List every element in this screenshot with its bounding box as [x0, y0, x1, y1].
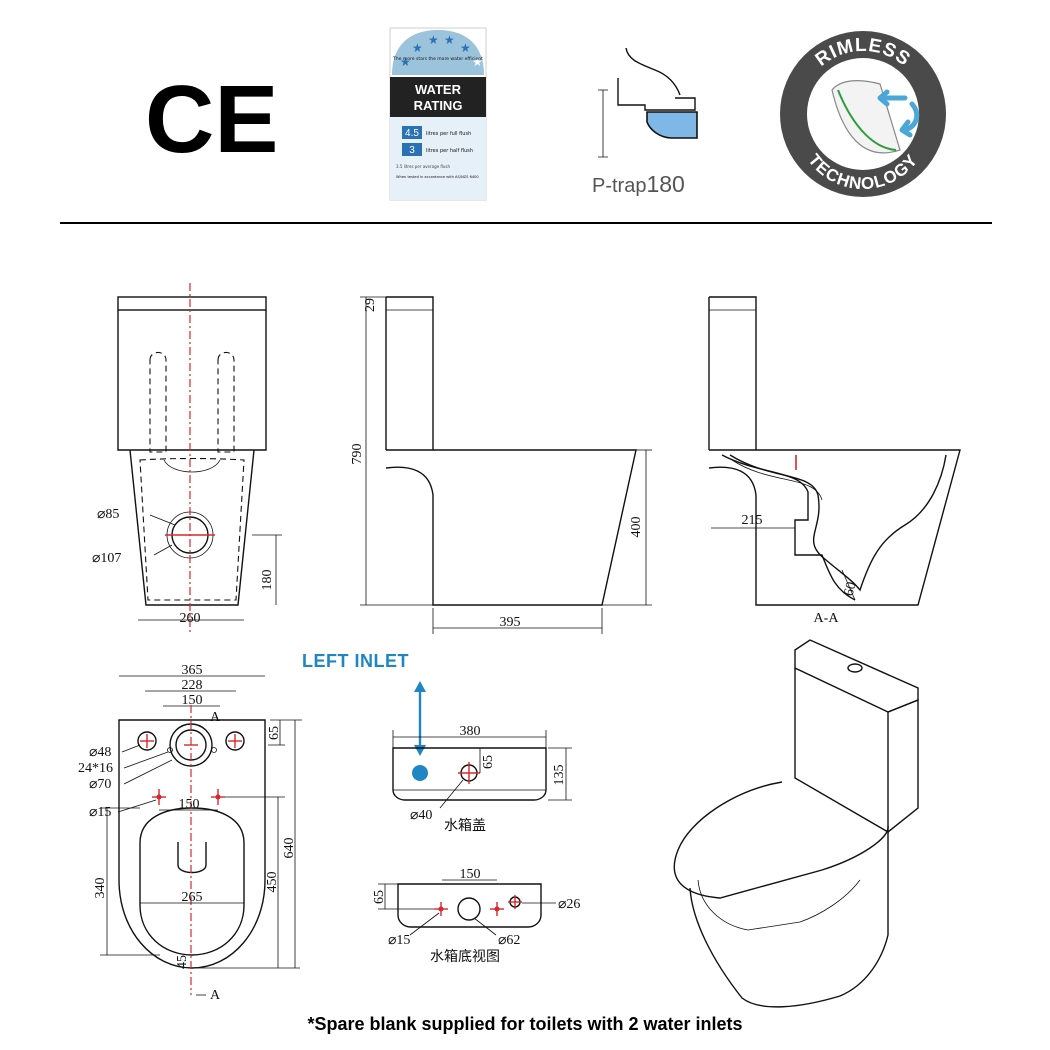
rimless-badge: RIMLESS TECHNOLOGY: [780, 31, 946, 197]
plan-d70-label: ⌀70: [89, 777, 111, 792]
full-flush-value: 4.5: [405, 128, 419, 139]
tank-bottom-d26-label: ⌀26: [558, 897, 580, 912]
side-total-height-label: 790: [350, 444, 365, 465]
tank-lid-height-label: 135: [552, 765, 567, 786]
star-arc-icon: [392, 30, 484, 75]
plan-section-mark-bottom: A: [210, 988, 221, 1003]
svg-text:★: ★: [400, 55, 411, 69]
front-d85-label: ⌀85: [97, 507, 119, 522]
left-inlet-callout: LEFT INLET: [302, 651, 426, 756]
svg-text:★: ★: [472, 55, 483, 69]
plan-seat-width-label: 265: [182, 890, 203, 905]
tank-lid-caption: 水箱盖: [444, 818, 486, 834]
plan-view: 365 228 150 A A ⌀48 24*16 ⌀70 ⌀15: [78, 663, 302, 1003]
half-flush-label: litres per half flush: [426, 148, 473, 154]
water-rating-title-1: WATER: [415, 82, 462, 97]
plan-slot-label: 24*16: [78, 761, 113, 776]
svg-text:★: ★: [444, 33, 455, 47]
star-note: The more stars the more water efficient: [392, 56, 483, 62]
half-flush-value: 3: [409, 145, 415, 156]
section-view: 215 60 A-A: [708, 296, 961, 626]
tank-lid-width-label: 380: [460, 724, 481, 739]
plan-depth450-label: 450: [265, 872, 280, 893]
side-lid-label: 29: [363, 298, 378, 312]
svg-text:★: ★: [412, 41, 423, 55]
test-note: When tested in accordance with AS/NZS 64…: [396, 175, 479, 179]
plan-depth640-label: 640: [282, 838, 297, 859]
side-depth-label: 395: [500, 615, 521, 630]
stars-icon: ★ ★ ★ ★ ★ ★: [400, 33, 483, 69]
plan-depth45-label: 45: [175, 955, 190, 969]
front-width-label: 260: [180, 611, 201, 626]
section-aa-label: A-A: [814, 611, 840, 626]
tank-lid-hole-offset-label: 65: [481, 755, 496, 769]
ptrap-pipe-icon: [625, 47, 681, 96]
tank-bottom-view: 150 65 ⌀26 ⌀15 ⌀62 水箱底视图: [372, 867, 580, 965]
tank-bottom-caption: 水箱底视图: [430, 949, 500, 965]
tank-lid-view: 380 65 135 ⌀40 水箱盖: [392, 724, 572, 834]
flush-button-icon: [847, 663, 863, 673]
front-d107-label: ⌀107: [92, 551, 121, 566]
plan-depth340-label: 340: [93, 878, 108, 899]
plan-d15-label: ⌀15: [89, 805, 111, 820]
plan-w150-label: 150: [182, 693, 203, 708]
flow-arrow-icon: [877, 89, 908, 107]
plan-section-mark-top: A: [210, 710, 221, 725]
plan-w365-label: 365: [182, 663, 203, 678]
water-rating-title-2: RATING: [414, 98, 463, 113]
front-height-label: 180: [260, 570, 275, 591]
water-basin-icon: [646, 111, 698, 139]
ptrap-badge: P-trap180: [592, 47, 698, 197]
side-view: 29 790 400 395: [350, 296, 652, 634]
plan-d48-label: ⌀48: [89, 745, 111, 760]
tank-lid-hole-label: ⌀40: [410, 808, 432, 823]
tank-bottom-height-label: 65: [372, 890, 387, 904]
section-offset-label: 215: [742, 513, 763, 528]
footnote: *Spare blank supplied for toilets with 2…: [307, 1014, 742, 1034]
section-outlet-label: 60: [842, 580, 860, 597]
tank-bottom-d15-label: ⌀15: [388, 933, 410, 948]
plan-fix-spacing-label: 150: [179, 797, 200, 812]
svg-text:★: ★: [460, 41, 471, 55]
ptrap-label: P-trap180: [592, 171, 685, 197]
ce-mark: CE: [145, 66, 278, 173]
plan-depth65-label: 65: [267, 726, 282, 740]
plan-w228-label: 228: [182, 678, 203, 693]
side-pan-height-label: 400: [629, 517, 644, 538]
water-rating-label: ★ ★ ★ ★ ★ ★ The more stars the more wate…: [389, 27, 487, 201]
left-inlet-label: LEFT INLET: [302, 651, 409, 671]
front-view: ⌀85 ⌀107 180 260: [92, 283, 282, 635]
tank-bottom-spacing-label: 150: [460, 867, 481, 882]
toilet-perspective-illustration: [673, 639, 919, 1008]
svg-text:★: ★: [428, 33, 439, 47]
ce-mark-text: CE: [145, 66, 278, 173]
full-flush-label: litres per full flush: [426, 131, 471, 137]
tank-bottom-d62-label: ⌀62: [498, 933, 520, 948]
left-inlet-hole-icon: [412, 765, 428, 781]
average-flush-note: 3.5 litres per average flush: [396, 164, 450, 169]
